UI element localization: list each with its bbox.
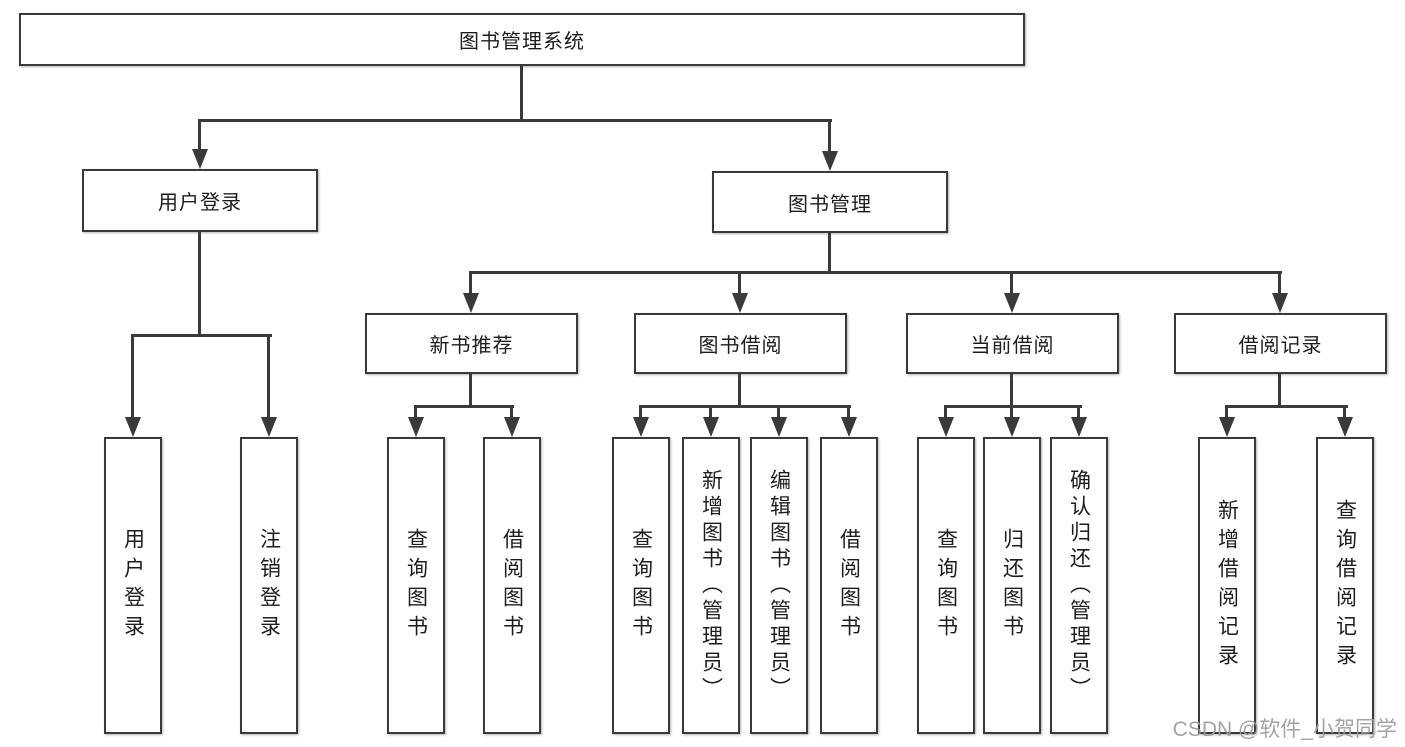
connector-to-leaf bbox=[414, 405, 417, 419]
connector-to-leaf-logout bbox=[267, 334, 270, 419]
arrow-down-icon bbox=[822, 151, 838, 171]
leaf-user-login-label: 用户登录 bbox=[121, 527, 145, 644]
arrow-down-icon bbox=[125, 417, 141, 437]
node-user-login-label: 用户登录 bbox=[158, 192, 242, 214]
arrow-down-icon bbox=[504, 417, 520, 437]
csdn-watermark: CSDN @软件_小贺同学 bbox=[1172, 718, 1397, 741]
connector-root-down bbox=[520, 66, 523, 119]
leaf-query-books-borrow: 查询图书 bbox=[612, 437, 670, 734]
connector-to-leaf bbox=[847, 405, 850, 419]
arrow-down-icon bbox=[703, 417, 719, 437]
connector-to-current-borrow bbox=[1010, 271, 1013, 295]
node-new-book-recommend: 新书推荐 bbox=[365, 313, 578, 374]
arrow-down-icon bbox=[192, 149, 208, 169]
leaf-user-login: 用户登录 bbox=[104, 437, 162, 734]
node-book-borrow-label: 图书借阅 bbox=[698, 335, 783, 357]
leaf-edit-book-admin: 编辑图书（管理员） bbox=[750, 437, 808, 734]
arrow-down-icon bbox=[1219, 417, 1235, 437]
connector-to-leaf-user-login bbox=[131, 334, 134, 419]
connector-to-user-login bbox=[198, 119, 201, 151]
leaf-query-books-current-label: 查询图书 bbox=[934, 527, 958, 644]
leaf-borrow-books-borrow: 借阅图书 bbox=[820, 437, 878, 734]
arrow-down-icon bbox=[633, 417, 649, 437]
connector-to-book-management bbox=[828, 119, 831, 153]
connector-records-branch bbox=[1225, 405, 1348, 408]
arrow-down-icon bbox=[261, 417, 277, 437]
connector-to-new-book-recommend bbox=[469, 271, 472, 295]
leaf-add-book-admin-label: 新增图书（管理员） bbox=[699, 468, 723, 703]
leaf-query-books-recommend-label: 查询图书 bbox=[404, 527, 428, 644]
arrow-down-icon bbox=[841, 417, 857, 437]
leaf-logout: 注销登录 bbox=[240, 437, 298, 734]
node-borrow-records: 借阅记录 bbox=[1174, 313, 1387, 374]
arrow-down-icon bbox=[938, 417, 954, 437]
arrow-down-icon bbox=[732, 293, 748, 313]
connector-borrow-branch bbox=[639, 405, 851, 408]
connector-user-login-branch bbox=[131, 334, 272, 337]
node-root-label: 图书管理系统 bbox=[459, 31, 585, 53]
connector-recommend-branch bbox=[414, 405, 514, 408]
connector-to-leaf bbox=[777, 405, 780, 419]
arrow-down-icon bbox=[1071, 417, 1087, 437]
connector-user-login-down bbox=[198, 232, 201, 336]
arrow-down-icon bbox=[1272, 293, 1288, 313]
leaf-query-books-recommend: 查询图书 bbox=[387, 437, 445, 734]
connector-to-leaf bbox=[1225, 405, 1228, 419]
leaf-borrow-books-borrow-label: 借阅图书 bbox=[837, 527, 861, 644]
connector-current-branch bbox=[944, 405, 1082, 408]
connector-to-borrow-records bbox=[1278, 271, 1281, 295]
connector-to-leaf bbox=[709, 405, 712, 419]
connector-book-management-branch bbox=[469, 271, 1282, 274]
leaf-borrow-books-recommend-label: 借阅图书 bbox=[500, 527, 524, 644]
leaf-confirm-return-admin-label: 确认归还（管理员） bbox=[1067, 468, 1091, 703]
connector-to-leaf bbox=[639, 405, 642, 419]
node-current-borrow: 当前借阅 bbox=[906, 313, 1119, 374]
arrow-down-icon bbox=[771, 417, 787, 437]
node-root: 图书管理系统 bbox=[19, 13, 1025, 66]
leaf-return-book-label: 归还图书 bbox=[1000, 527, 1024, 644]
node-book-management-label: 图书管理 bbox=[788, 193, 872, 216]
node-current-borrow-label: 当前借阅 bbox=[970, 335, 1055, 357]
connector-current-down bbox=[1010, 374, 1013, 407]
node-user-login: 用户登录 bbox=[82, 169, 318, 232]
leaf-query-books-current: 查询图书 bbox=[917, 437, 975, 734]
leaf-logout-label: 注销登录 bbox=[257, 527, 281, 644]
connector-to-leaf bbox=[1010, 405, 1013, 419]
node-new-book-recommend-label: 新书推荐 bbox=[429, 335, 514, 357]
leaf-confirm-return-admin: 确认归还（管理员） bbox=[1050, 437, 1108, 734]
arrow-down-icon bbox=[1004, 293, 1020, 313]
node-borrow-records-label: 借阅记录 bbox=[1238, 335, 1323, 357]
leaf-query-books-borrow-label: 查询图书 bbox=[629, 527, 653, 644]
leaf-borrow-books-recommend: 借阅图书 bbox=[483, 437, 541, 734]
connector-recommend-down bbox=[469, 374, 472, 407]
leaf-add-borrow-record-label: 新增借阅记录 bbox=[1215, 498, 1239, 673]
connector-records-down bbox=[1278, 374, 1281, 407]
connector-to-leaf bbox=[1077, 405, 1080, 419]
leaf-return-book: 归还图书 bbox=[983, 437, 1041, 734]
leaf-add-borrow-record: 新增借阅记录 bbox=[1198, 437, 1256, 734]
connector-root-branch bbox=[198, 119, 832, 122]
node-book-management: 图书管理 bbox=[712, 171, 948, 233]
arrow-down-icon bbox=[463, 293, 479, 313]
arrow-down-icon bbox=[1004, 417, 1020, 437]
leaf-query-borrow-record-label: 查询借阅记录 bbox=[1333, 498, 1357, 673]
connector-book-management-down bbox=[828, 233, 831, 273]
connector-to-leaf bbox=[510, 405, 513, 419]
node-book-borrow: 图书借阅 bbox=[634, 313, 847, 374]
leaf-add-book-admin: 新增图书（管理员） bbox=[682, 437, 740, 734]
connector-to-leaf bbox=[1343, 405, 1346, 419]
connector-borrow-down bbox=[738, 374, 741, 407]
leaf-query-borrow-record: 查询借阅记录 bbox=[1316, 437, 1374, 734]
connector-to-leaf bbox=[944, 405, 947, 419]
arrow-down-icon bbox=[1337, 417, 1353, 437]
leaf-edit-book-admin-label: 编辑图书（管理员） bbox=[767, 468, 791, 703]
connector-to-book-borrow bbox=[738, 271, 741, 295]
arrow-down-icon bbox=[408, 417, 424, 437]
